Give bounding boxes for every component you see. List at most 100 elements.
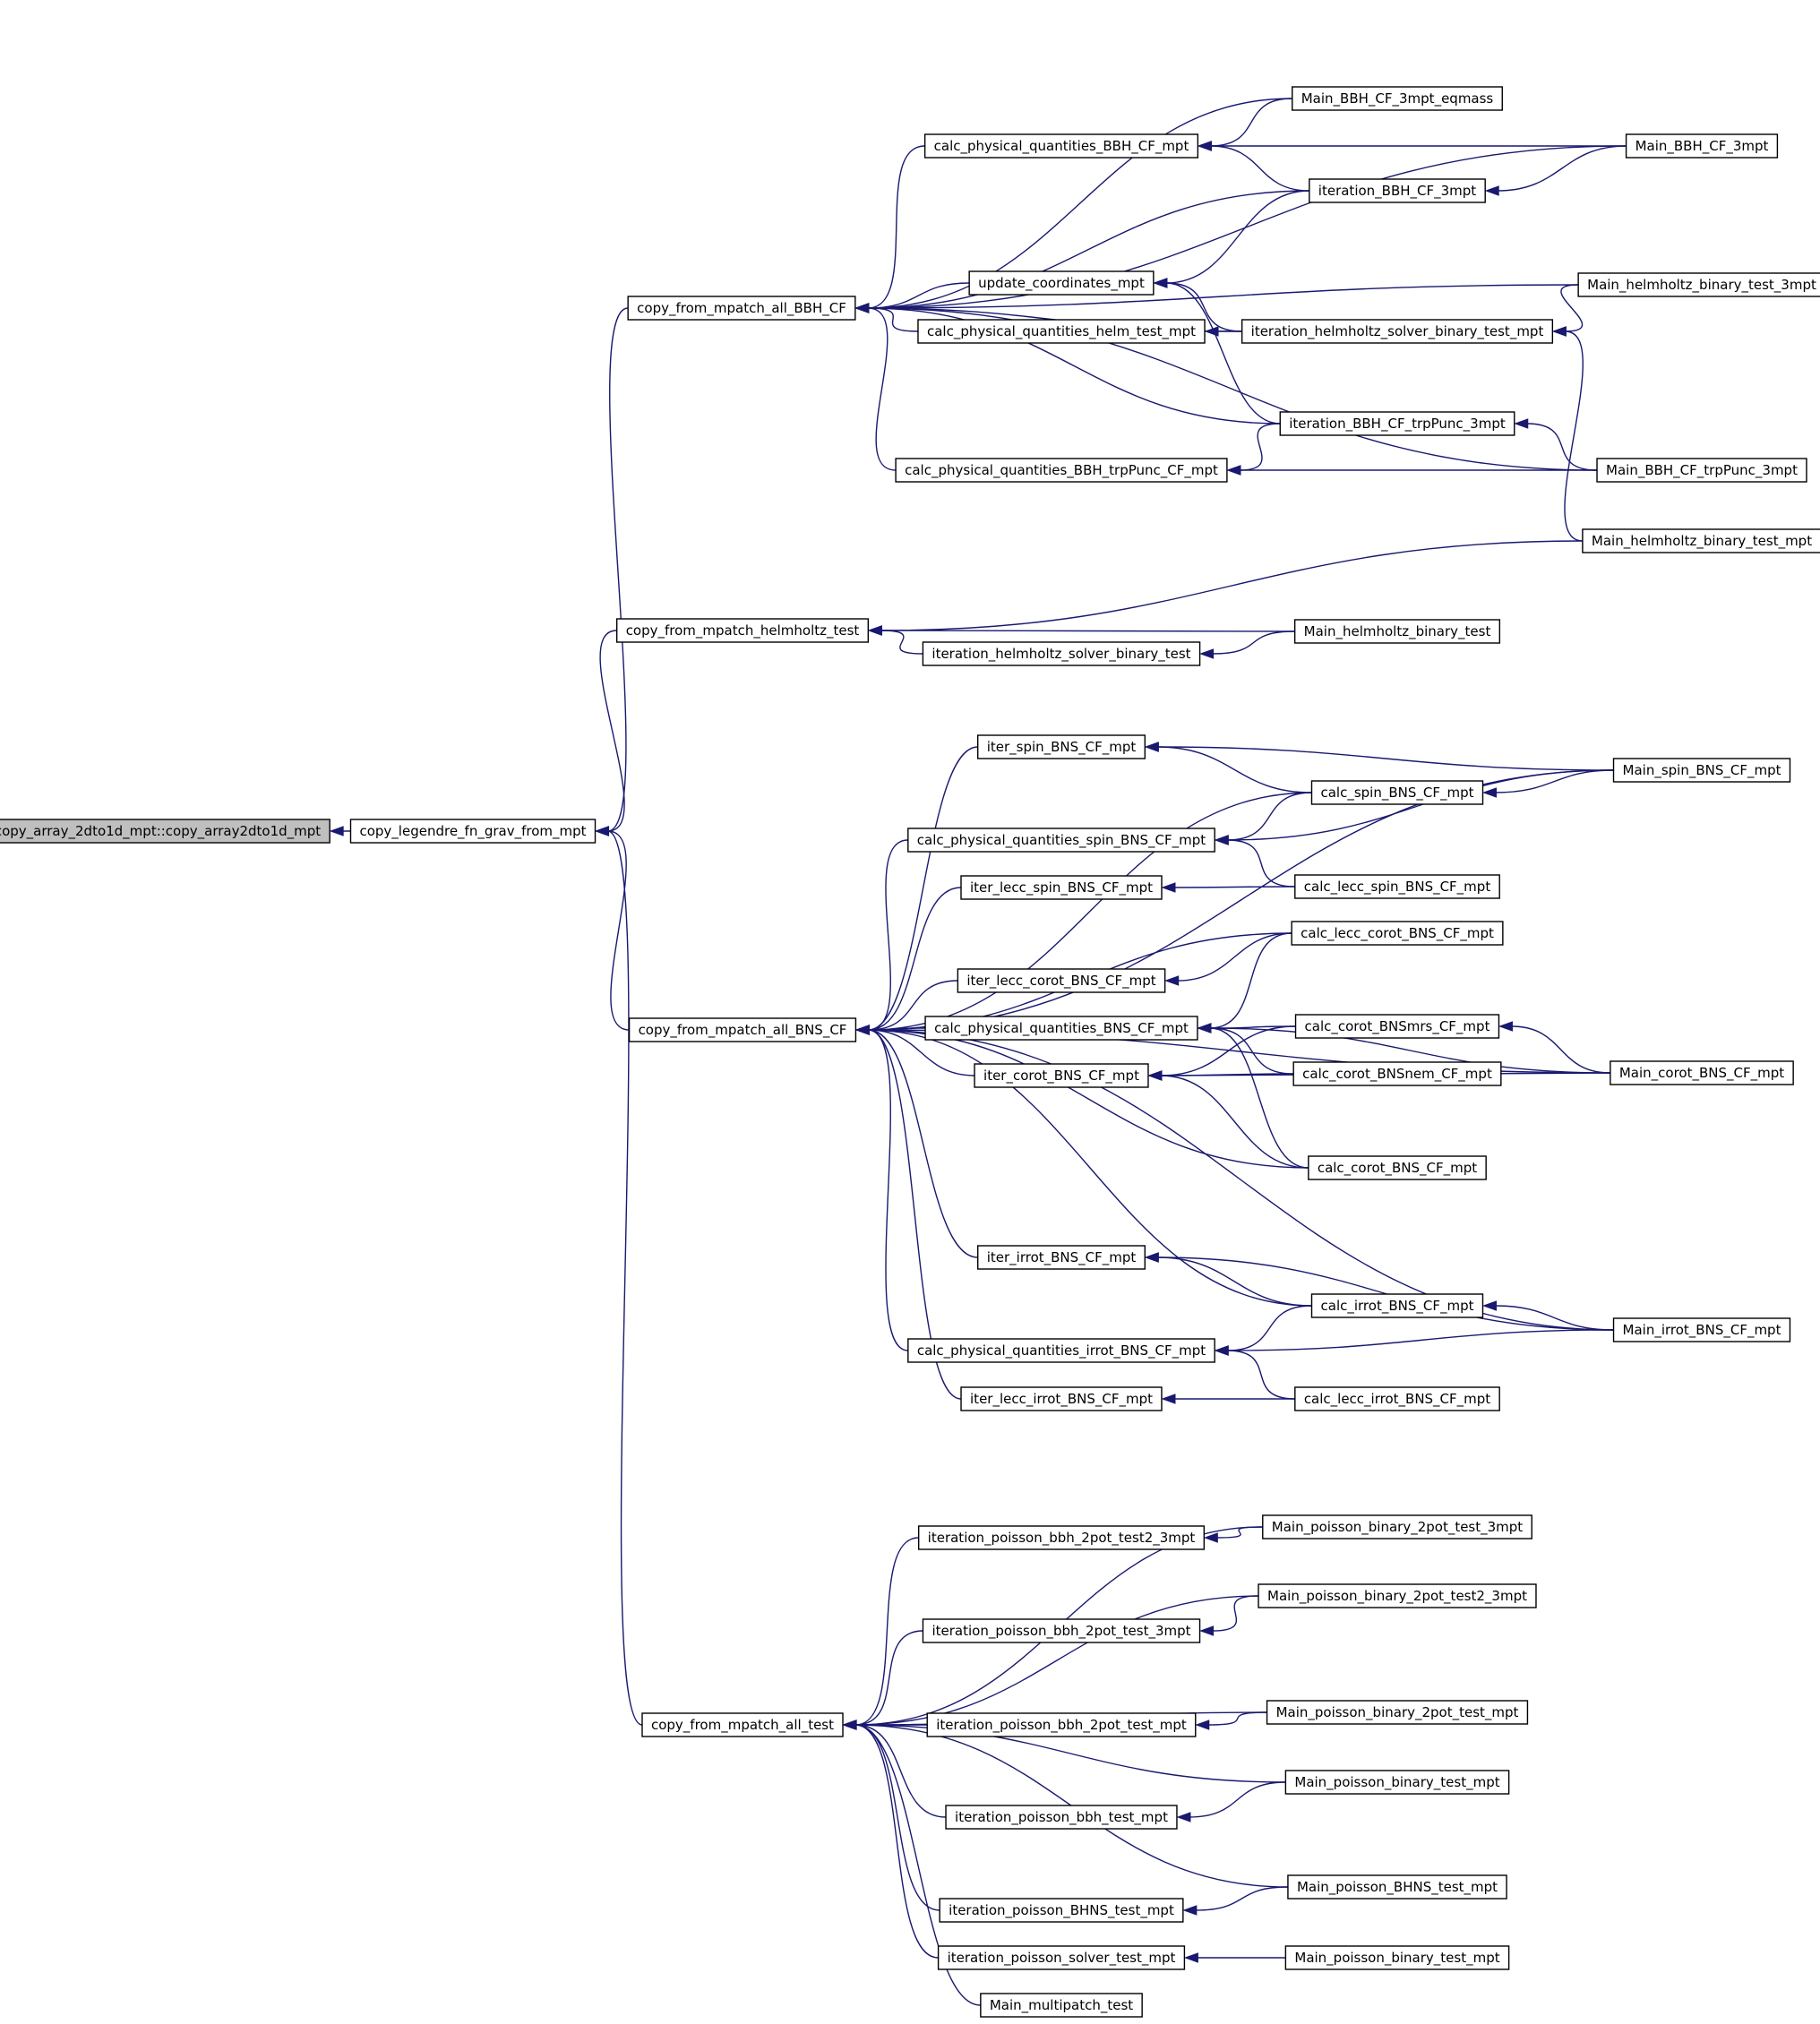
graph-node-label: Main_BBH_CF_3mpt_eqmass bbox=[1301, 90, 1494, 107]
graph-edge bbox=[842, 1720, 1288, 1888]
graph-edge-line bbox=[1209, 1027, 1610, 1074]
graph-edge bbox=[595, 826, 630, 1031]
graph-node[interactable]: Main_poisson_binary_test_mpt bbox=[1284, 1770, 1510, 1795]
graph-edge-line bbox=[1227, 1350, 1295, 1400]
graph-edge bbox=[854, 145, 925, 313]
graph-edge bbox=[854, 1025, 978, 1258]
graph-edge-line bbox=[1207, 1711, 1267, 1726]
graph-edge bbox=[1204, 326, 1242, 337]
graph-node-box bbox=[917, 1525, 1206, 1550]
graph-node[interactable]: copy_from_mpatch_all_test bbox=[641, 1712, 844, 1737]
graph-node[interactable]: Main_helmholtz_binary_test_mpt bbox=[1582, 528, 1820, 553]
graph-node[interactable]: iteration_BBH_CF_3mpt bbox=[1309, 178, 1486, 203]
graph-node-box bbox=[1292, 1061, 1502, 1086]
graph-edge-line bbox=[868, 887, 962, 1031]
graph-node[interactable]: Main_helmholtz_binary_test_3mpt bbox=[1577, 272, 1820, 297]
graph-node-label: Main_spin_BNS_CF_mpt bbox=[1623, 762, 1781, 779]
graph-node[interactable]: copy_from_mpatch_helmholtz_test bbox=[615, 618, 870, 643]
graph-node[interactable]: Main_BBH_CF_trpPunc_3mpt bbox=[1596, 458, 1807, 483]
graph-edge-line bbox=[1216, 1526, 1263, 1539]
graph-node[interactable]: Main_poisson_BHNS_test_mpt bbox=[1287, 1874, 1507, 1900]
graph-node[interactable]: Main_helmholtz_binary_test bbox=[1293, 619, 1501, 644]
graph-node-label: iter_irrot_BNS_CF_mpt bbox=[987, 1249, 1137, 1266]
graph-node-label: iter_lecc_corot_BNS_CF_mpt bbox=[966, 973, 1155, 990]
graph-node[interactable]: Main_poisson_binary_2pot_test_mpt bbox=[1266, 1700, 1529, 1725]
graph-node-label: update_coordinates_mpt bbox=[978, 275, 1145, 292]
graph-edge-line bbox=[867, 307, 1598, 471]
graph-node[interactable]: iter_corot_BNS_CF_mpt bbox=[974, 1063, 1149, 1088]
graph-node[interactable]: iteration_helmholtz_solver_binary_test_m… bbox=[1241, 319, 1554, 344]
graph-node[interactable]: iter_lecc_irrot_BNS_CF_mpt bbox=[960, 1386, 1163, 1411]
graph-node[interactable]: calc_corot_BNS_CF_mpt bbox=[1308, 1155, 1487, 1180]
graph-node[interactable]: iter_lecc_spin_BNS_CF_mpt bbox=[960, 875, 1163, 900]
graph-node[interactable]: copy_from_mpatch_all_BNS_CF bbox=[628, 1017, 857, 1042]
graph-edge bbox=[842, 1720, 939, 1959]
graph-edge-line bbox=[1511, 1025, 1610, 1074]
graph-node[interactable]: copy_array_2dto1d_mpt::copy_array2dto1d_… bbox=[0, 819, 331, 844]
graph-edge bbox=[854, 303, 1598, 471]
graph-node-label: Main_corot_BNS_CF_mpt bbox=[1619, 1065, 1784, 1082]
graph-node[interactable]: Main_corot_BNS_CF_mpt bbox=[1610, 1060, 1794, 1085]
graph-node[interactable]: iter_irrot_BNS_CF_mpt bbox=[977, 1245, 1146, 1270]
graph-node-box bbox=[641, 1712, 844, 1737]
graph-edge-arrowhead bbox=[1164, 975, 1180, 986]
graph-node[interactable]: copy_legendre_fn_grav_from_mpt bbox=[349, 819, 597, 844]
graph-node[interactable]: calc_spin_BNS_CF_mpt bbox=[1310, 780, 1484, 805]
graph-edge-arrowhead bbox=[1226, 465, 1241, 476]
graph-node[interactable]: calc_physical_quantities_helm_test_mpt bbox=[917, 319, 1206, 344]
graph-node[interactable]: iter_lecc_corot_BNS_CF_mpt bbox=[957, 968, 1166, 993]
graph-node[interactable]: iteration_BBH_CF_trpPunc_3mpt bbox=[1279, 411, 1515, 436]
graph-node[interactable]: iteration_helmholtz_solver_binary_test bbox=[922, 641, 1201, 666]
graph-edge bbox=[1199, 630, 1295, 659]
graph-edge-line bbox=[867, 307, 1281, 425]
graph-node-label: Main_poisson_binary_2pot_test2_3mpt bbox=[1267, 1588, 1527, 1605]
graph-node[interactable]: iteration_poisson_BHNS_test_mpt bbox=[939, 1898, 1184, 1923]
graph-node-label: iteration_BBH_CF_trpPunc_3mpt bbox=[1289, 416, 1506, 433]
graph-node[interactable]: Main_poisson_binary_2pot_test_3mpt bbox=[1262, 1514, 1532, 1539]
graph-node-label: iter_corot_BNS_CF_mpt bbox=[983, 1068, 1139, 1085]
graph-edge-line bbox=[599, 630, 625, 832]
graph-node[interactable]: calc_corot_BNSnem_CF_mpt bbox=[1292, 1061, 1502, 1086]
graph-node[interactable]: calc_lecc_spin_BNS_CF_mpt bbox=[1294, 874, 1500, 899]
graph-node[interactable]: Main_BBH_CF_3mpt bbox=[1625, 133, 1779, 159]
graph-node[interactable]: update_coordinates_mpt bbox=[968, 270, 1155, 296]
graph-node[interactable]: calc_corot_BNSmrs_CF_mpt bbox=[1294, 1014, 1500, 1039]
graph-node[interactable]: iter_spin_BNS_CF_mpt bbox=[976, 734, 1146, 759]
graph-edge bbox=[842, 1720, 981, 2006]
graph-edge bbox=[1183, 1952, 1286, 1963]
graph-node[interactable]: calc_irrot_BNS_CF_mpt bbox=[1310, 1293, 1484, 1318]
graph-node[interactable]: Main_poisson_binary_test_mpt bbox=[1284, 1945, 1510, 1970]
graph-node-box bbox=[977, 1245, 1146, 1270]
graph-node[interactable]: Main_poisson_binary_2pot_test2_3mpt bbox=[1258, 1583, 1537, 1608]
graph-node[interactable]: iteration_poisson_bbh_2pot_test2_3mpt bbox=[917, 1525, 1206, 1550]
graph-node[interactable]: Main_irrot_BNS_CF_mpt bbox=[1612, 1317, 1791, 1342]
graph-node-box bbox=[1284, 1770, 1510, 1795]
graph-node[interactable]: copy_from_mpatch_all_BBH_CF bbox=[627, 296, 856, 321]
graph-node[interactable]: calc_physical_quantities_BBH_CF_mpt bbox=[923, 133, 1199, 159]
graph-node[interactable]: Main_BBH_CF_3mpt_eqmass bbox=[1292, 86, 1503, 111]
graph-node[interactable]: iteration_poisson_bbh_test_mpt bbox=[945, 1805, 1178, 1830]
graph-edge-arrowhead bbox=[1153, 278, 1168, 288]
graph-node-label: iteration_BBH_CF_3mpt bbox=[1318, 183, 1477, 200]
graph-node-label: copy_legendre_fn_grav_from_mpt bbox=[359, 823, 586, 840]
graph-node[interactable]: iteration_poisson_solver_test_mpt bbox=[937, 1945, 1186, 1970]
graph-node-label: Main_poisson_BHNS_test_mpt bbox=[1297, 1879, 1498, 1896]
graph-edge-line bbox=[1195, 1886, 1288, 1911]
graph-node[interactable]: iteration_poisson_bbh_2pot_test_3mpt bbox=[922, 1618, 1201, 1643]
graph-node-box bbox=[615, 618, 870, 643]
graph-node[interactable]: iteration_poisson_bbh_2pot_test_mpt bbox=[926, 1712, 1197, 1737]
graph-node[interactable]: calc_physical_quantities_irrot_BNS_CF_mp… bbox=[907, 1338, 1215, 1363]
graph-node[interactable]: calc_lecc_corot_BNS_CF_mpt bbox=[1291, 921, 1504, 946]
graph-node-label: Main_poisson_binary_test_mpt bbox=[1294, 1774, 1499, 1791]
graph-node[interactable]: calc_lecc_irrot_BNS_CF_mpt bbox=[1294, 1386, 1500, 1411]
graph-node-box bbox=[922, 1618, 1201, 1643]
graph-node-box bbox=[960, 1386, 1163, 1411]
graph-edge-line bbox=[855, 1630, 923, 1726]
graph-node[interactable]: calc_physical_quantities_BBH_trpPunc_CF_… bbox=[895, 458, 1228, 483]
graph-node[interactable]: Main_multipatch_test bbox=[980, 1993, 1143, 2018]
graph-node[interactable]: Main_spin_BNS_CF_mpt bbox=[1612, 758, 1791, 783]
graph-node-label: copy_from_mpatch_helmholtz_test bbox=[626, 622, 860, 639]
graph-node[interactable]: calc_physical_quantities_spin_BNS_CF_mpt bbox=[907, 828, 1215, 853]
graph-node[interactable]: calc_physical_quantities_BNS_CF_mpt bbox=[924, 1016, 1198, 1041]
graph-edge bbox=[1164, 932, 1292, 986]
